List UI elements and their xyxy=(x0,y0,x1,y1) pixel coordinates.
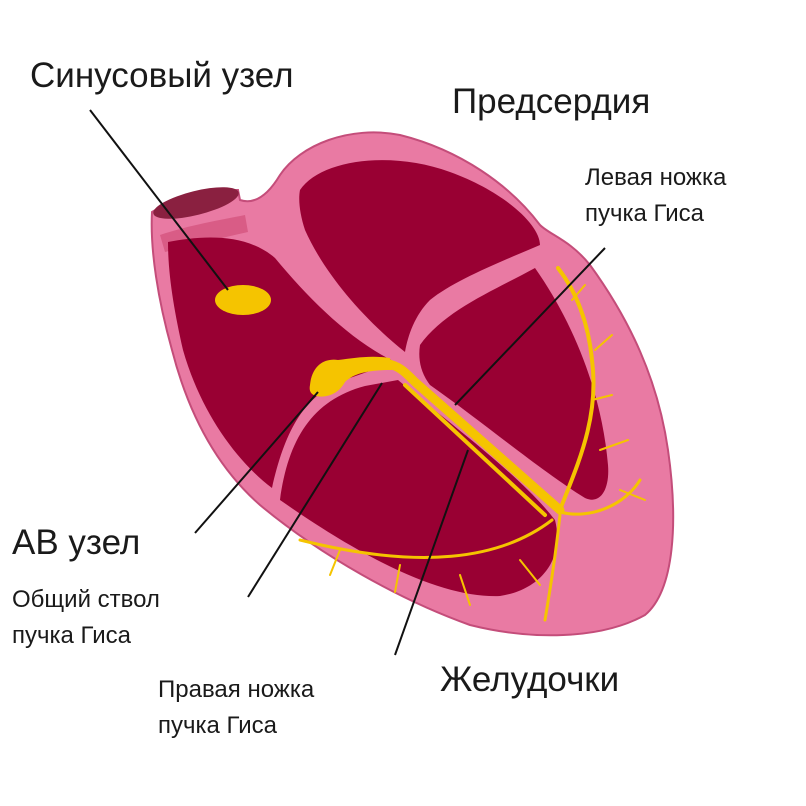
label-left-bundle: Левая ножка пучка Гиса xyxy=(585,160,726,232)
vessel-opening xyxy=(153,187,239,219)
leader-av-node xyxy=(194,391,319,534)
left-ventricle xyxy=(419,268,609,500)
label-left-bundle-line2: пучка Гиса xyxy=(585,200,704,227)
label-av-node: АВ узел xyxy=(12,523,141,562)
leader-his-trunk xyxy=(247,382,383,598)
label-left-bundle-line1: Левая ножка xyxy=(585,164,727,191)
label-sinus-node: Синусовый узел xyxy=(30,56,294,95)
label-atria: Предсердия xyxy=(452,82,651,121)
label-ventricles: Желудочки xyxy=(440,660,620,699)
leader-right-bundle xyxy=(394,449,469,656)
left-atrium xyxy=(299,160,540,352)
label-right-bundle: Правая ножка пучка Гиса xyxy=(158,672,314,744)
label-right-bundle-line2: пучка Гиса xyxy=(158,712,277,739)
his-bundle xyxy=(298,266,646,622)
leader-left-bundle xyxy=(454,247,606,406)
label-his-trunk-line1: Общий ствол xyxy=(12,586,160,613)
sinus-node xyxy=(215,285,271,315)
label-his-trunk: Общий ствол пучка Гиса xyxy=(12,582,160,654)
leader-lines xyxy=(89,109,606,656)
label-his-trunk-line2: пучка Гиса xyxy=(12,622,131,649)
av-node xyxy=(309,356,392,397)
label-right-bundle-line1: Правая ножка xyxy=(158,676,315,703)
leader-sinus-node xyxy=(89,109,229,291)
